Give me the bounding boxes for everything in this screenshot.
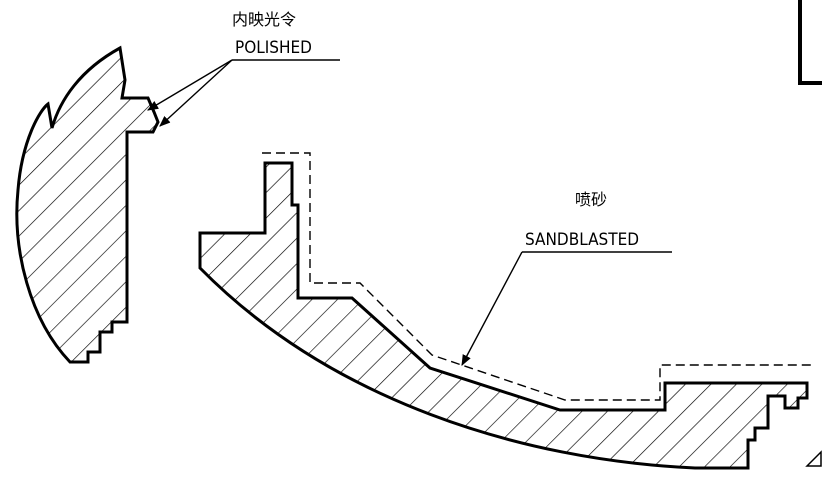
- sandblasted-label-en: SANDBLASTED: [525, 230, 639, 250]
- polished-label-cn: 内映光令: [232, 10, 296, 29]
- sandblasted-leader: [461, 251, 523, 366]
- polished-leader-1: [147, 59, 233, 111]
- frame-corner: [798, 0, 822, 85]
- sandblasted-section: [198, 161, 809, 470]
- sandblast-dashed-outline: [262, 152, 812, 401]
- sandblasted-label-cn: 喷砂: [575, 190, 607, 209]
- polished-leader-2: [159, 59, 233, 127]
- polished-label-en: POLISHED: [235, 38, 312, 58]
- triangle-symbol-icon: [805, 450, 822, 467]
- polished-section: [15, 45, 160, 364]
